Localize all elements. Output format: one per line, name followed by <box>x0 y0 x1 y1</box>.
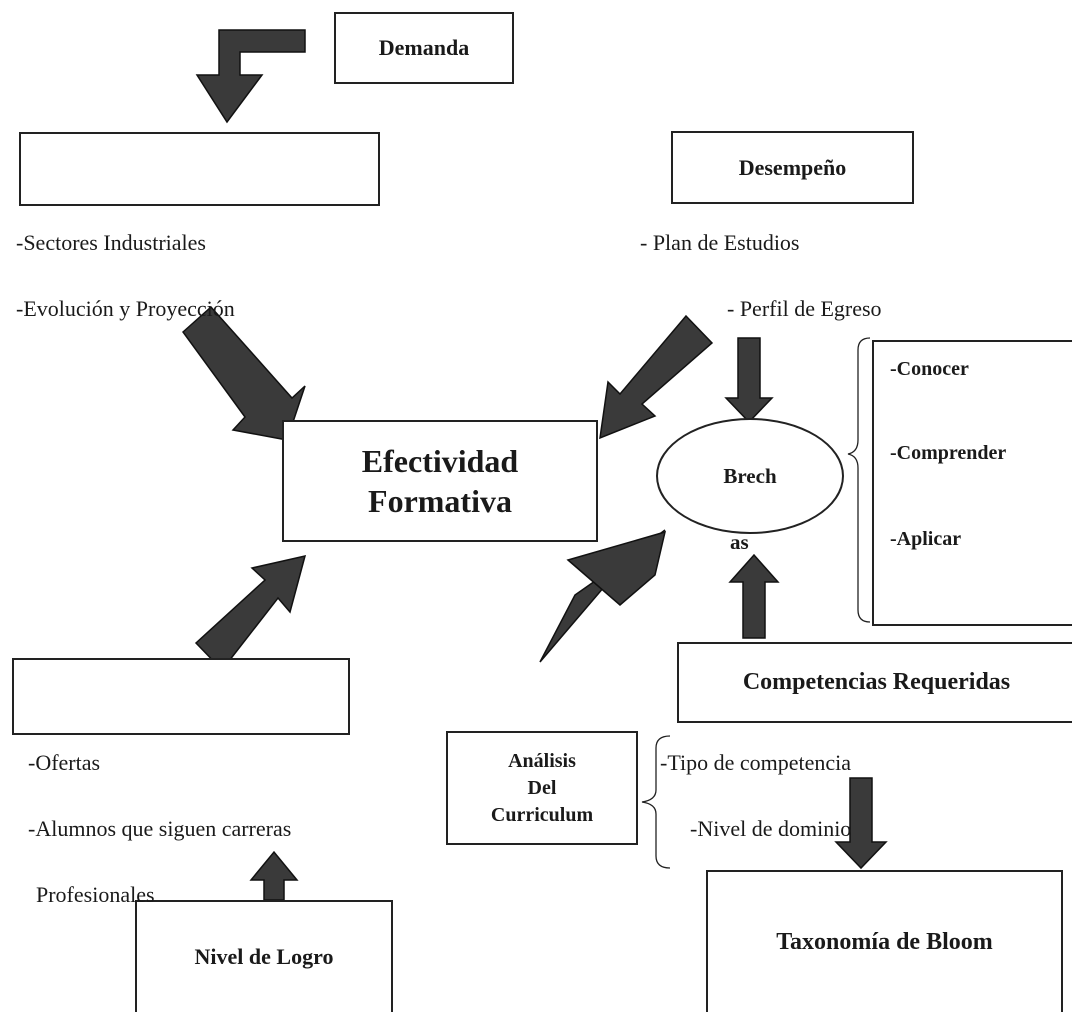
analisis-line3: Curriculum <box>490 803 594 826</box>
arrow-up-to-brechas <box>728 553 780 639</box>
analysis-item-tipo: -Tipo de competencia <box>660 750 852 775</box>
analisis-curriculum-box: Análisis Del Curriculum <box>446 731 638 845</box>
left-bottom-item-profesionales: Profesionales <box>36 882 155 907</box>
demanda-label: Demanda <box>378 35 470 60</box>
left-top-item-sectores: -Sectores Industriales <box>16 230 206 255</box>
efectividad-line2: Formativa <box>368 483 512 519</box>
competencias-label: Competencias Requeridas <box>742 669 1011 695</box>
taxonomia-bloom-box: Taxonomía de Bloom <box>706 870 1063 1012</box>
efectividad-formativa-box: Efectividad Formativa <box>282 420 598 542</box>
left-bottom-item-alumnos: -Alumnos que siguen carreras <box>28 816 292 841</box>
arrow-down-to-brechas <box>724 337 774 424</box>
analisis-line2: Del <box>527 776 557 799</box>
analisis-line1: Análisis <box>508 749 576 772</box>
brace-analysis-items <box>641 735 671 869</box>
bloom-level-conocer: -Conocer <box>890 358 969 380</box>
right-top-item-perfil: - Perfil de Egreso <box>727 296 882 321</box>
competencias-requeridas-box: Competencias Requeridas <box>677 642 1072 723</box>
arrow-left-top-to-center <box>181 305 306 441</box>
arrow-brechas-wedge-head <box>566 530 667 606</box>
demanda-box: Demanda <box>334 12 514 84</box>
analysis-item-nivel: -Nivel de dominio <box>690 816 852 841</box>
brechas-ellipse: Brech <box>656 418 844 534</box>
bloom-level-aplicar: -Aplicar <box>890 528 962 550</box>
left-bottom-item-ofertas: -Ofertas <box>28 750 101 775</box>
brace-bloom-levels <box>847 337 871 623</box>
nivel-de-logro-box: Nivel de Logro <box>135 900 393 1012</box>
arrow-left-bottom-to-center <box>194 554 307 672</box>
taxonomia-label: Taxonomía de Bloom <box>776 928 993 955</box>
blank-box-top-left <box>19 132 380 206</box>
arrow-up-from-nivel-logro <box>249 850 299 901</box>
arrow-down-to-taxonomia <box>834 777 888 870</box>
nivel-logro-label: Nivel de Logro <box>194 944 334 969</box>
efectividad-line1: Efectividad <box>361 443 519 479</box>
left-top-item-evolucion: -Evolución y Proyección <box>16 296 235 321</box>
demanda-elbow-arrow <box>195 29 306 124</box>
desempeno-label: Desempeño <box>738 154 847 180</box>
blank-box-bottom-left <box>12 658 350 735</box>
bloom-levels-box: -Conocer -Comprender -Aplicar <box>872 340 1072 626</box>
arrow-right-top-to-center <box>599 314 714 440</box>
brechas-label-part2: as <box>730 530 749 554</box>
bloom-level-comprender: -Comprender <box>890 442 1007 464</box>
right-top-item-plan: - Plan de Estudios <box>640 230 800 255</box>
brechas-label-part1: Brech <box>723 463 777 488</box>
desempeno-box: Desempeño <box>671 131 914 204</box>
